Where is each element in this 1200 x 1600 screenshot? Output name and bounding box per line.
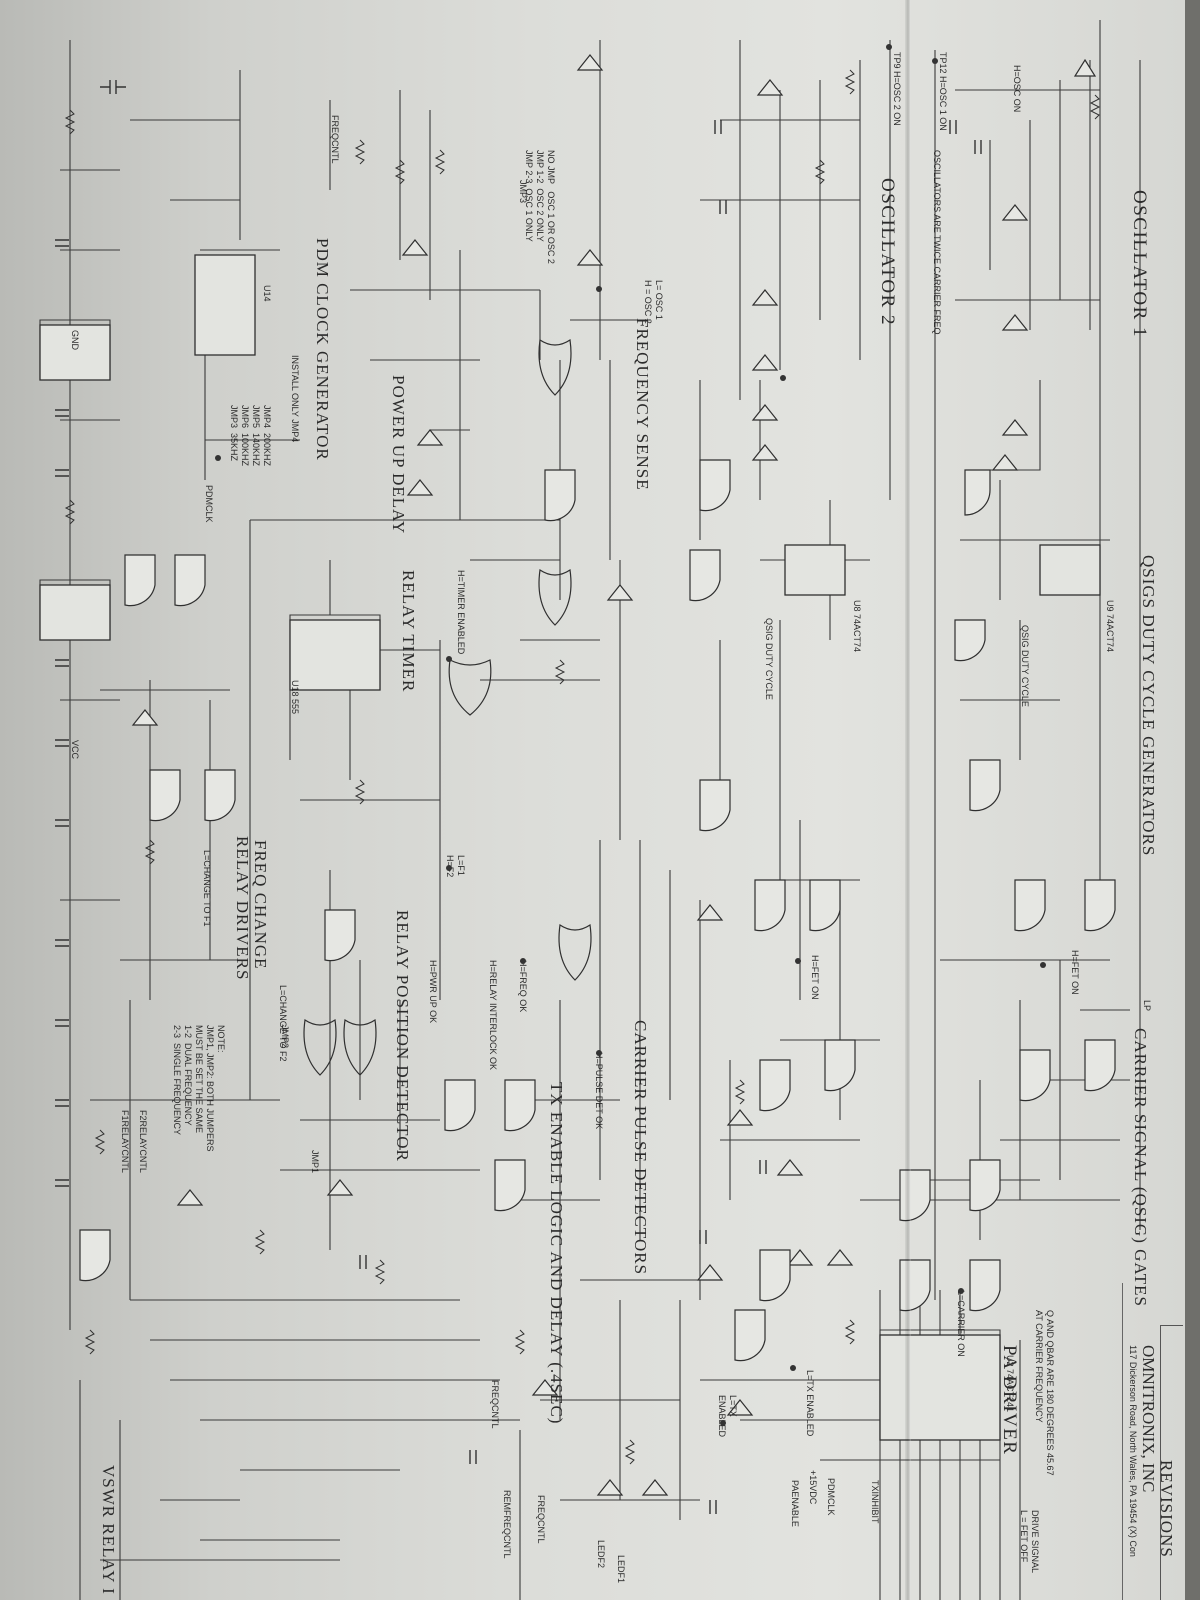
note-osc-twice: OSCILLATORS ARE TWICE CARRIER FREQ: [932, 150, 942, 335]
label-u18: U18 555: [290, 680, 300, 715]
test-point-tp20: [215, 455, 221, 461]
test-point-tp7: [446, 656, 452, 662]
test-point-tp10: [795, 958, 801, 964]
label-l-osc1: L= OSC 1 H = OSC 2: [643, 280, 664, 324]
label-pdmclk: PDMCLK: [204, 485, 214, 523]
label-pdmclk-in: PDMCLK: [826, 1478, 836, 1516]
test-point-tp8: [958, 1288, 964, 1294]
title-block: [1160, 1325, 1183, 1600]
title-oscillator-2: OSCILLATOR 2: [877, 178, 898, 327]
label-qsig-duty-2: QSIG DUTY CYCLE: [764, 618, 774, 700]
test-point-tp26: [790, 1365, 796, 1371]
label-h-fet-on-2: H=FET ON: [1070, 950, 1080, 995]
company-address: 117 Dickerson Road, North Wales, PA 1945…: [1128, 1345, 1138, 1557]
note-jumpers: NO JMP OSC 1 OR OSC 2 JMP 1-2 OSC 2 ONLY…: [524, 150, 556, 264]
label-h-pulse-det: H=PULSE DET OK: [594, 1052, 604, 1130]
note-pdm-install: INSTALL ONLY JMP4: [290, 355, 300, 443]
label-h-osc2-on: TP9 H=OSC 2 ON: [892, 52, 902, 126]
note-q-qbar: Q AND QBAR ARE 180 DEGREES 45.67 AT CARR…: [1034, 1310, 1055, 1476]
title-power-up-delay: POWER UP DELAY: [389, 375, 408, 535]
label-qsig-duty-1: QSIG DUTY CYCLE: [1020, 625, 1030, 707]
label-l-carrier-on: L=CARRIER ON: [956, 1290, 966, 1357]
test-point-tp14: [520, 958, 526, 964]
revisions-block: [1122, 1283, 1185, 1600]
label-plus15vdc: +15VDC: [808, 1470, 818, 1505]
label-jmp3: JMP3: [518, 180, 528, 204]
label-h-freq-ok: H=FREQ OK: [518, 960, 528, 1013]
label-h-fet-on: H=FET ON: [810, 955, 820, 1000]
company-block: OMNITRONIX, INC 117 Dickerson Road, Nort…: [1128, 1345, 1158, 1557]
note-jumper-settings: NOTE: JMP1, JMP2: BOTH JUMPERS MUST BE S…: [172, 1025, 226, 1152]
title-pdm-clock: PDM CLOCK GENERATOR: [313, 238, 332, 461]
test-point-tp4: [1040, 962, 1046, 968]
note-drive-signal: DRIVE SIGNAL L = FET OFF: [1019, 1510, 1040, 1574]
title-oscillator-1: OSCILLATOR 1: [1129, 190, 1150, 339]
title-relay-timer: RELAY TIMER: [399, 570, 418, 693]
label-ledf1: LEDF1: [616, 1555, 626, 1584]
label-remfreqcntl: REMFREQCNTL: [502, 1490, 512, 1559]
label-h-relay-int: H=RELAY INTERLOCK OK: [488, 960, 498, 1070]
label-u14: U14: [262, 285, 272, 302]
company-name: OMNITRONIX, INC: [1139, 1345, 1158, 1493]
test-point-tp17: [446, 865, 452, 871]
test-point-tp12: [932, 58, 938, 64]
title-relay-position: RELAY POSITION DETECTOR: [393, 910, 412, 1162]
note-pdm-jumpers: JMP4 200KHZ JMP5 140KHZ JMP6 100KHZ JMP3…: [229, 405, 272, 467]
title-vswr-relay: VSWR RELAY I: [99, 1465, 118, 1595]
label-l-tx-enabled-2: L=TX ENABLED: [805, 1370, 815, 1437]
title-carrier-gates: CARRIER SIGNAL (QSIG) GATES: [1131, 1028, 1150, 1308]
label-paenable: PAENABLE: [790, 1480, 800, 1527]
test-point-tp23: [596, 1050, 602, 1056]
label-l-change-f2: L=CHANGE TO F2: [278, 985, 288, 1062]
label-gnd-reg1: GND: [70, 330, 80, 350]
test-point-tp3: [780, 375, 786, 381]
title-frequency-sense: FREQUENCY SENSE: [633, 318, 652, 491]
label-txinhibit: TXINHIBIT: [870, 1480, 880, 1524]
label-h-osc1-on: TP12 H=OSC 1 ON: [938, 52, 948, 131]
label-h-osc-on: H=OSC ON: [1012, 65, 1022, 113]
label-f1relaycntl: F1RELAYCNTL: [120, 1110, 130, 1173]
label-u2: U2 74ACT241: [1005, 1355, 1015, 1413]
label-ledf2: LEDF2: [596, 1540, 606, 1569]
label-l-tx-enabled: L=TX ENABLED: [717, 1395, 738, 1438]
title-relay-drivers: RELAY DRIVERS: [233, 836, 252, 981]
title-carrier-pulse: CARRIER PULSE DETECTORS: [631, 1020, 650, 1276]
test-point-tp9: [886, 44, 892, 50]
title-freq-change: FREQ CHANGE: [251, 840, 270, 970]
label-u9: U9 74ACT74: [1105, 600, 1115, 653]
test-point-tp13: [596, 286, 602, 292]
title-qsig-duty: QSIGS DUTY CYCLE GENERATORS: [1139, 555, 1158, 857]
label-freqcntl-mid: FREQCNTL: [490, 1380, 500, 1429]
test-point-tp8b: [720, 1420, 726, 1426]
label-freqcntl-right: FREQCNTL: [536, 1495, 546, 1544]
label-jmp1: JMP1: [310, 1150, 320, 1174]
label-f2relaycntl: F2RELAYCNTL: [138, 1110, 148, 1173]
paper-fold: [905, 0, 911, 1600]
label-lp: LP: [1142, 1000, 1152, 1012]
label-freqcntl-left: FREQCNTL: [330, 115, 340, 164]
label-jmp2: JMP2: [280, 1025, 290, 1049]
label-l-change-f1: L=CHANGE TO F1: [202, 850, 212, 927]
label-h-timer: H=TIMER ENABLED: [456, 570, 466, 655]
label-h-pwr-up: H=PWR UP OK: [428, 960, 438, 1024]
label-u8: U8 74ACT74: [852, 600, 862, 653]
title-tx-enable: TX ENABLE LOGIC AND DELAY (.4SEC): [547, 1082, 566, 1425]
label-vcc: VCC: [70, 740, 80, 760]
